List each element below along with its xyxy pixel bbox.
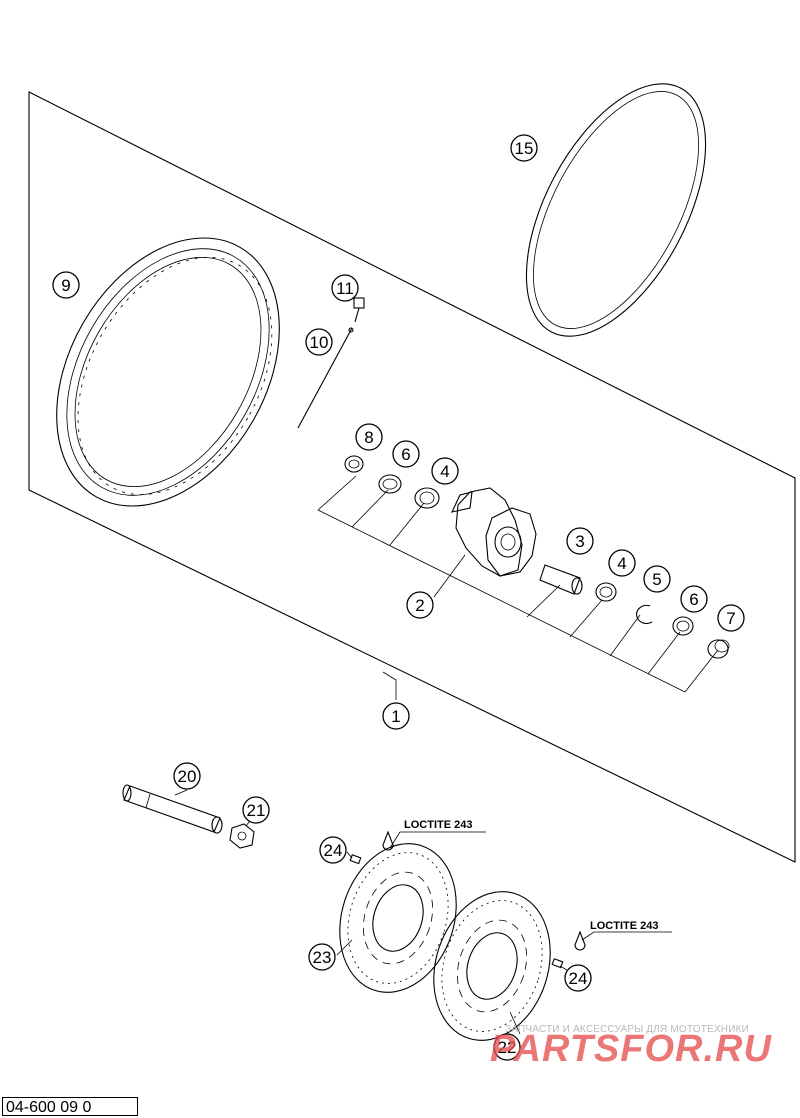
leader-line (509, 1011, 521, 1035)
callout-7: 7 (717, 604, 745, 632)
leader-line (433, 554, 466, 598)
callout-22: 22 (493, 1033, 521, 1061)
circlip-part (636, 604, 653, 624)
callout-10: 10 (305, 328, 333, 356)
spoke-part (297, 327, 354, 429)
bearing-part (414, 487, 440, 509)
svg-text:22: 22 (498, 1038, 517, 1057)
callout-3: 3 (566, 527, 594, 555)
leader-line (336, 939, 353, 956)
svg-text:2: 2 (415, 596, 424, 615)
svg-text:11: 11 (336, 279, 354, 298)
svg-text:10: 10 (310, 333, 329, 352)
callout-1: 1 (382, 702, 410, 730)
seal-part (344, 455, 364, 473)
svg-text:15: 15 (515, 139, 534, 158)
svg-text:7: 7 (726, 609, 735, 628)
callout-11: 11 (331, 274, 359, 302)
callout-8: 8 (355, 423, 383, 451)
callout-20: 20 (173, 762, 201, 790)
drawing-number: 04-600 09 0 (2, 1097, 138, 1116)
brake-disc-part (339, 843, 457, 993)
tire-ring-part (525, 83, 707, 337)
leader-line (351, 489, 389, 528)
svg-text:5: 5 (652, 570, 661, 589)
callout-9: 9 (52, 271, 80, 299)
callout-4: 4 (431, 457, 459, 485)
leader-line (569, 599, 603, 638)
screw-part (349, 854, 362, 865)
loctite-note: LOCTITE 243 (404, 819, 472, 831)
screw-part (551, 958, 564, 969)
svg-text:3: 3 (575, 532, 584, 551)
leader-line (389, 502, 425, 546)
leader-line (609, 614, 641, 657)
svg-text:6: 6 (689, 590, 698, 609)
callout-6: 6 (680, 585, 708, 613)
callout-15: 15 (510, 134, 538, 162)
axle-part (122, 784, 223, 834)
leader-line (526, 584, 561, 618)
spacer-tube-part (539, 564, 583, 595)
leader-line (382, 671, 397, 700)
watermark-logo: PARTSFOR.RU (490, 1028, 772, 1070)
svg-text:9: 9 (61, 276, 70, 295)
leader-line (559, 965, 568, 971)
leader-line (647, 631, 681, 675)
svg-text:24: 24 (569, 969, 588, 988)
loctite-drop-icon (574, 930, 586, 951)
leader-line (346, 851, 353, 859)
callout-4: 4 (608, 549, 636, 577)
spoke-nipple-part (353, 297, 365, 323)
seal-part (707, 639, 730, 659)
bearing-part (595, 582, 617, 602)
callout-6: 6 (392, 440, 420, 468)
loctite-note: LOCTITE 243 (590, 920, 658, 932)
brake-disc-part (433, 891, 551, 1041)
spacer-ring-part (378, 474, 402, 494)
leader-line (174, 789, 188, 796)
svg-text:1: 1 (391, 707, 400, 726)
callout-21: 21 (242, 796, 270, 824)
callout-5: 5 (643, 565, 671, 593)
spacer-ring-part (672, 616, 694, 636)
svg-text:6: 6 (401, 445, 410, 464)
rim-part (56, 237, 280, 507)
svg-text:4: 4 (440, 462, 449, 481)
hub-part (451, 487, 537, 577)
axle-nut-part (229, 823, 255, 849)
loctite-drop-icon (382, 830, 394, 851)
svg-text:4: 4 (617, 554, 626, 573)
leader-line (389, 831, 486, 849)
svg-text:24: 24 (324, 841, 343, 860)
leader-line (581, 931, 672, 941)
leader-line (317, 509, 686, 693)
callout-23: 23 (308, 943, 336, 971)
callout-24: 24 (319, 836, 347, 864)
svg-text:8: 8 (364, 428, 373, 447)
svg-text:21: 21 (247, 801, 266, 820)
svg-text:23: 23 (313, 948, 332, 967)
callout-2: 2 (406, 591, 434, 619)
assembly-outline (28, 91, 796, 863)
watermark-tagline: ЗАПЧАСТИ И АКСЕССУАРЫ ДЛЯ МОТОТЕХНИКИ (505, 1024, 750, 1035)
svg-text:20: 20 (178, 767, 197, 786)
leader-line (317, 475, 357, 511)
callout-24: 24 (564, 964, 592, 992)
